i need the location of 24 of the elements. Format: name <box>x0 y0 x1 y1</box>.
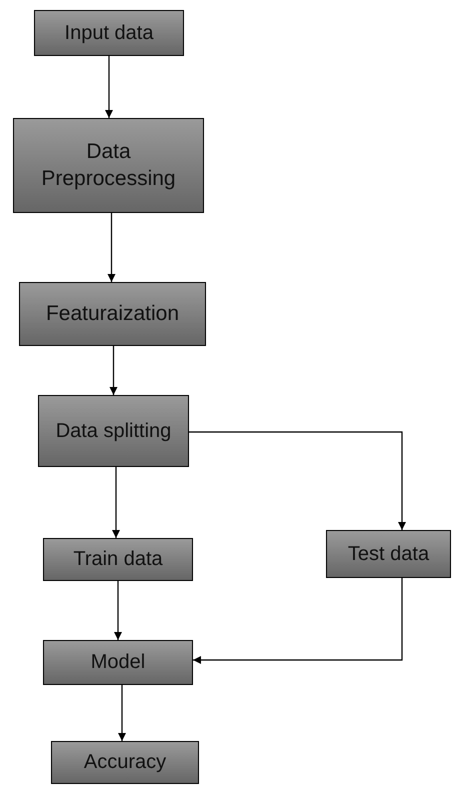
process-box <box>43 640 193 685</box>
box-label: Data Preprocessing <box>40 139 177 192</box>
box-label: Accuracy <box>84 750 166 775</box>
arrow <box>112 467 120 538</box>
arrow <box>193 578 403 664</box>
box-label: Input data <box>64 20 154 46</box>
process-box <box>13 118 204 213</box>
process-box <box>38 395 189 467</box>
arrow <box>189 431 406 530</box>
box-label: Featuraization <box>46 300 180 327</box>
arrow <box>108 213 116 282</box>
box-label: Data splitting <box>56 418 172 444</box>
process-box <box>19 282 206 346</box>
process-box <box>43 538 193 581</box>
arrow <box>114 581 122 640</box>
process-box <box>326 530 451 578</box>
arrow <box>118 685 126 741</box>
box-label: Model <box>90 650 146 675</box>
process-box <box>51 741 199 784</box>
process-box <box>34 10 184 56</box>
arrow <box>105 56 113 118</box>
arrow <box>110 346 118 395</box>
box-label: Train data <box>73 547 163 572</box>
box-label: Test data <box>348 542 430 566</box>
